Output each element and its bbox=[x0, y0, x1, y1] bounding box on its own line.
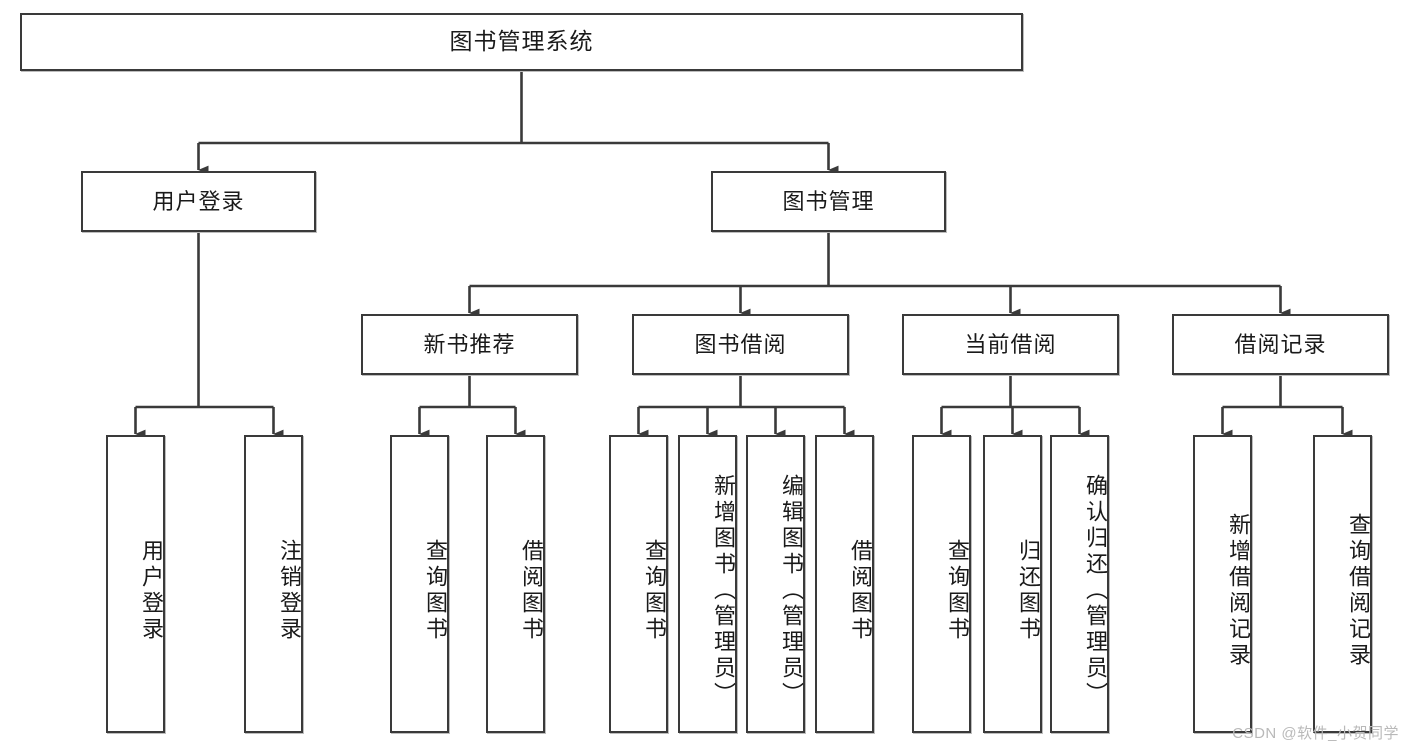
node-label: 查询借阅记录 bbox=[1346, 513, 1371, 669]
node-leaf-add-book[interactable]: 新增图书（管理员） bbox=[678, 435, 737, 733]
node-label: 新增借阅记录 bbox=[1226, 513, 1251, 669]
node-label: 借阅图书 bbox=[848, 539, 873, 643]
node-leaf-confirm-return[interactable]: 确认归还（管理员） bbox=[1050, 435, 1109, 733]
watermark-text: CSDN @软件_小贺同学 bbox=[1232, 725, 1399, 742]
node-borrow[interactable]: 图书借阅 bbox=[632, 314, 849, 375]
node-current[interactable]: 当前借阅 bbox=[902, 314, 1119, 375]
node-label: 借阅记录 bbox=[1234, 331, 1327, 357]
node-label: 图书借阅 bbox=[694, 331, 787, 357]
node-record[interactable]: 借阅记录 bbox=[1172, 314, 1389, 375]
node-leaf-query-book-2[interactable]: 查询图书 bbox=[609, 435, 668, 733]
node-newbook[interactable]: 新书推荐 bbox=[361, 314, 578, 375]
node-login[interactable]: 用户登录 bbox=[81, 171, 316, 232]
node-leaf-return-book[interactable]: 归还图书 bbox=[983, 435, 1042, 733]
node-label: 查询图书 bbox=[945, 539, 970, 643]
node-root[interactable]: 图书管理系统 bbox=[20, 13, 1023, 71]
node-bookmgr[interactable]: 图书管理 bbox=[711, 171, 946, 232]
node-leaf-add-record[interactable]: 新增借阅记录 bbox=[1193, 435, 1252, 733]
node-leaf-query-book-3[interactable]: 查询图书 bbox=[912, 435, 971, 733]
node-leaf-query-book-1[interactable]: 查询图书 bbox=[390, 435, 449, 733]
node-label: 确认归还（管理员） bbox=[1083, 474, 1108, 708]
node-leaf-user-login[interactable]: 用户登录 bbox=[106, 435, 165, 733]
node-leaf-edit-book[interactable]: 编辑图书（管理员） bbox=[746, 435, 805, 733]
node-label: 图书管理系统 bbox=[449, 28, 594, 55]
node-label: 借阅图书 bbox=[519, 539, 544, 643]
node-label: 编辑图书（管理员） bbox=[779, 474, 804, 708]
node-label: 查询图书 bbox=[423, 539, 448, 643]
node-label: 用户登录 bbox=[152, 188, 245, 214]
node-label: 注销登录 bbox=[277, 539, 302, 643]
node-label: 归还图书 bbox=[1016, 539, 1041, 643]
node-leaf-borrow-book-1[interactable]: 借阅图书 bbox=[486, 435, 545, 733]
node-leaf-borrow-book-2[interactable]: 借阅图书 bbox=[815, 435, 874, 733]
node-label: 图书管理 bbox=[782, 188, 875, 214]
node-label: 用户登录 bbox=[139, 539, 164, 643]
node-label: 新书推荐 bbox=[423, 331, 516, 357]
node-label: 当前借阅 bbox=[964, 331, 1057, 357]
node-label: 新增图书（管理员） bbox=[711, 474, 736, 708]
node-leaf-user-logout[interactable]: 注销登录 bbox=[244, 435, 303, 733]
node-leaf-query-record[interactable]: 查询借阅记录 bbox=[1313, 435, 1372, 733]
node-label: 查询图书 bbox=[642, 539, 667, 643]
